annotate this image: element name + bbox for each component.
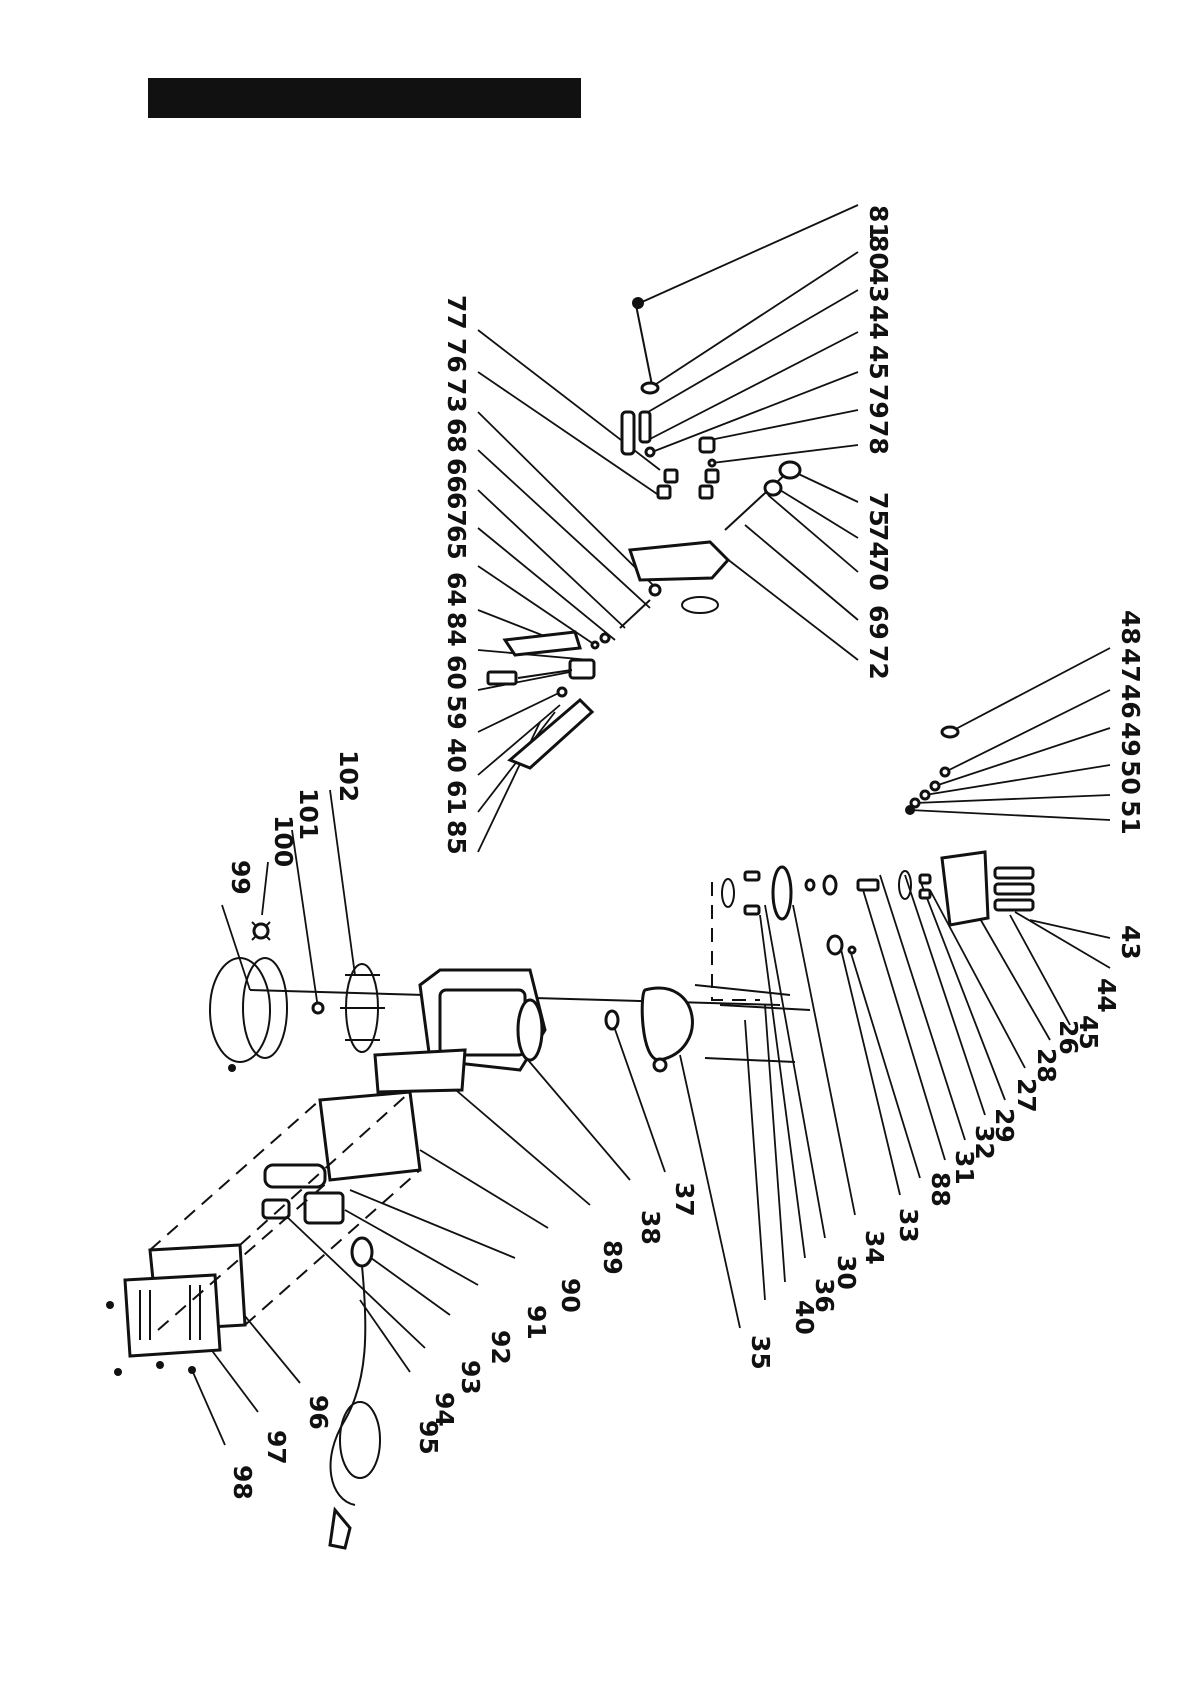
callout-38: 38: [636, 1210, 665, 1245]
callout-70: 70: [864, 556, 893, 591]
callout-88: 88: [926, 1172, 955, 1207]
callout-96: 96: [304, 1395, 333, 1430]
callout-73: 73: [442, 378, 471, 413]
callout-44-lower: 44: [1092, 978, 1121, 1013]
callout-68: 68: [442, 418, 471, 453]
callout-80: 80: [864, 235, 893, 270]
callout-101: 101: [294, 788, 323, 840]
callout-34: 34: [860, 1230, 889, 1265]
callout-51: 51: [1116, 800, 1145, 835]
callout-91: 91: [522, 1305, 551, 1340]
callout-33: 33: [894, 1208, 923, 1243]
callout-72: 72: [864, 645, 893, 680]
motor-assembly: [106, 970, 780, 1548]
callout-66: 66: [442, 458, 471, 493]
callout-74: 74: [864, 524, 893, 559]
callout-44-upper: 44: [864, 305, 893, 340]
callout-47: 47: [1116, 648, 1145, 683]
callout-49: 49: [1116, 722, 1145, 757]
callout-79: 79: [864, 384, 893, 419]
callout-43-lower: 43: [1116, 925, 1145, 960]
callout-90: 90: [556, 1278, 585, 1313]
callout-61: 61: [442, 780, 471, 815]
callout-43-upper: 43: [864, 268, 893, 303]
callout-48: 48: [1116, 610, 1145, 645]
callout-92: 92: [486, 1330, 515, 1365]
callout-99: 99: [226, 860, 255, 895]
callout-76: 76: [442, 338, 471, 373]
callout-37: 37: [670, 1182, 699, 1217]
callout-35: 35: [746, 1335, 775, 1370]
callout-65: 65: [442, 525, 471, 560]
callout-85: 85: [442, 820, 471, 855]
callout-95: 95: [414, 1420, 443, 1455]
callout-97: 97: [262, 1430, 291, 1465]
callout-40-lower: 40: [790, 1300, 819, 1335]
callout-59: 59: [442, 695, 471, 730]
fan-cover-assembly: [210, 922, 385, 1072]
callout-102: 102: [334, 750, 363, 802]
callout-78: 78: [864, 420, 893, 455]
callout-50: 50: [1116, 760, 1145, 795]
callout-98: 98: [228, 1465, 257, 1500]
callout-60: 60: [442, 655, 471, 690]
callout-93: 93: [456, 1360, 485, 1395]
callout-84: 84: [442, 612, 471, 647]
callout-100: 100: [269, 815, 298, 867]
callout-89: 89: [598, 1240, 627, 1275]
callout-45-upper: 45: [864, 345, 893, 380]
callout-75: 75: [864, 492, 893, 527]
callout-77: 77: [442, 295, 471, 330]
callout-69: 69: [864, 605, 893, 640]
callout-67: 67: [442, 492, 471, 527]
callout-46: 46: [1116, 684, 1145, 719]
callout-64: 64: [442, 572, 471, 607]
callout-40-upper: 40: [442, 738, 471, 773]
